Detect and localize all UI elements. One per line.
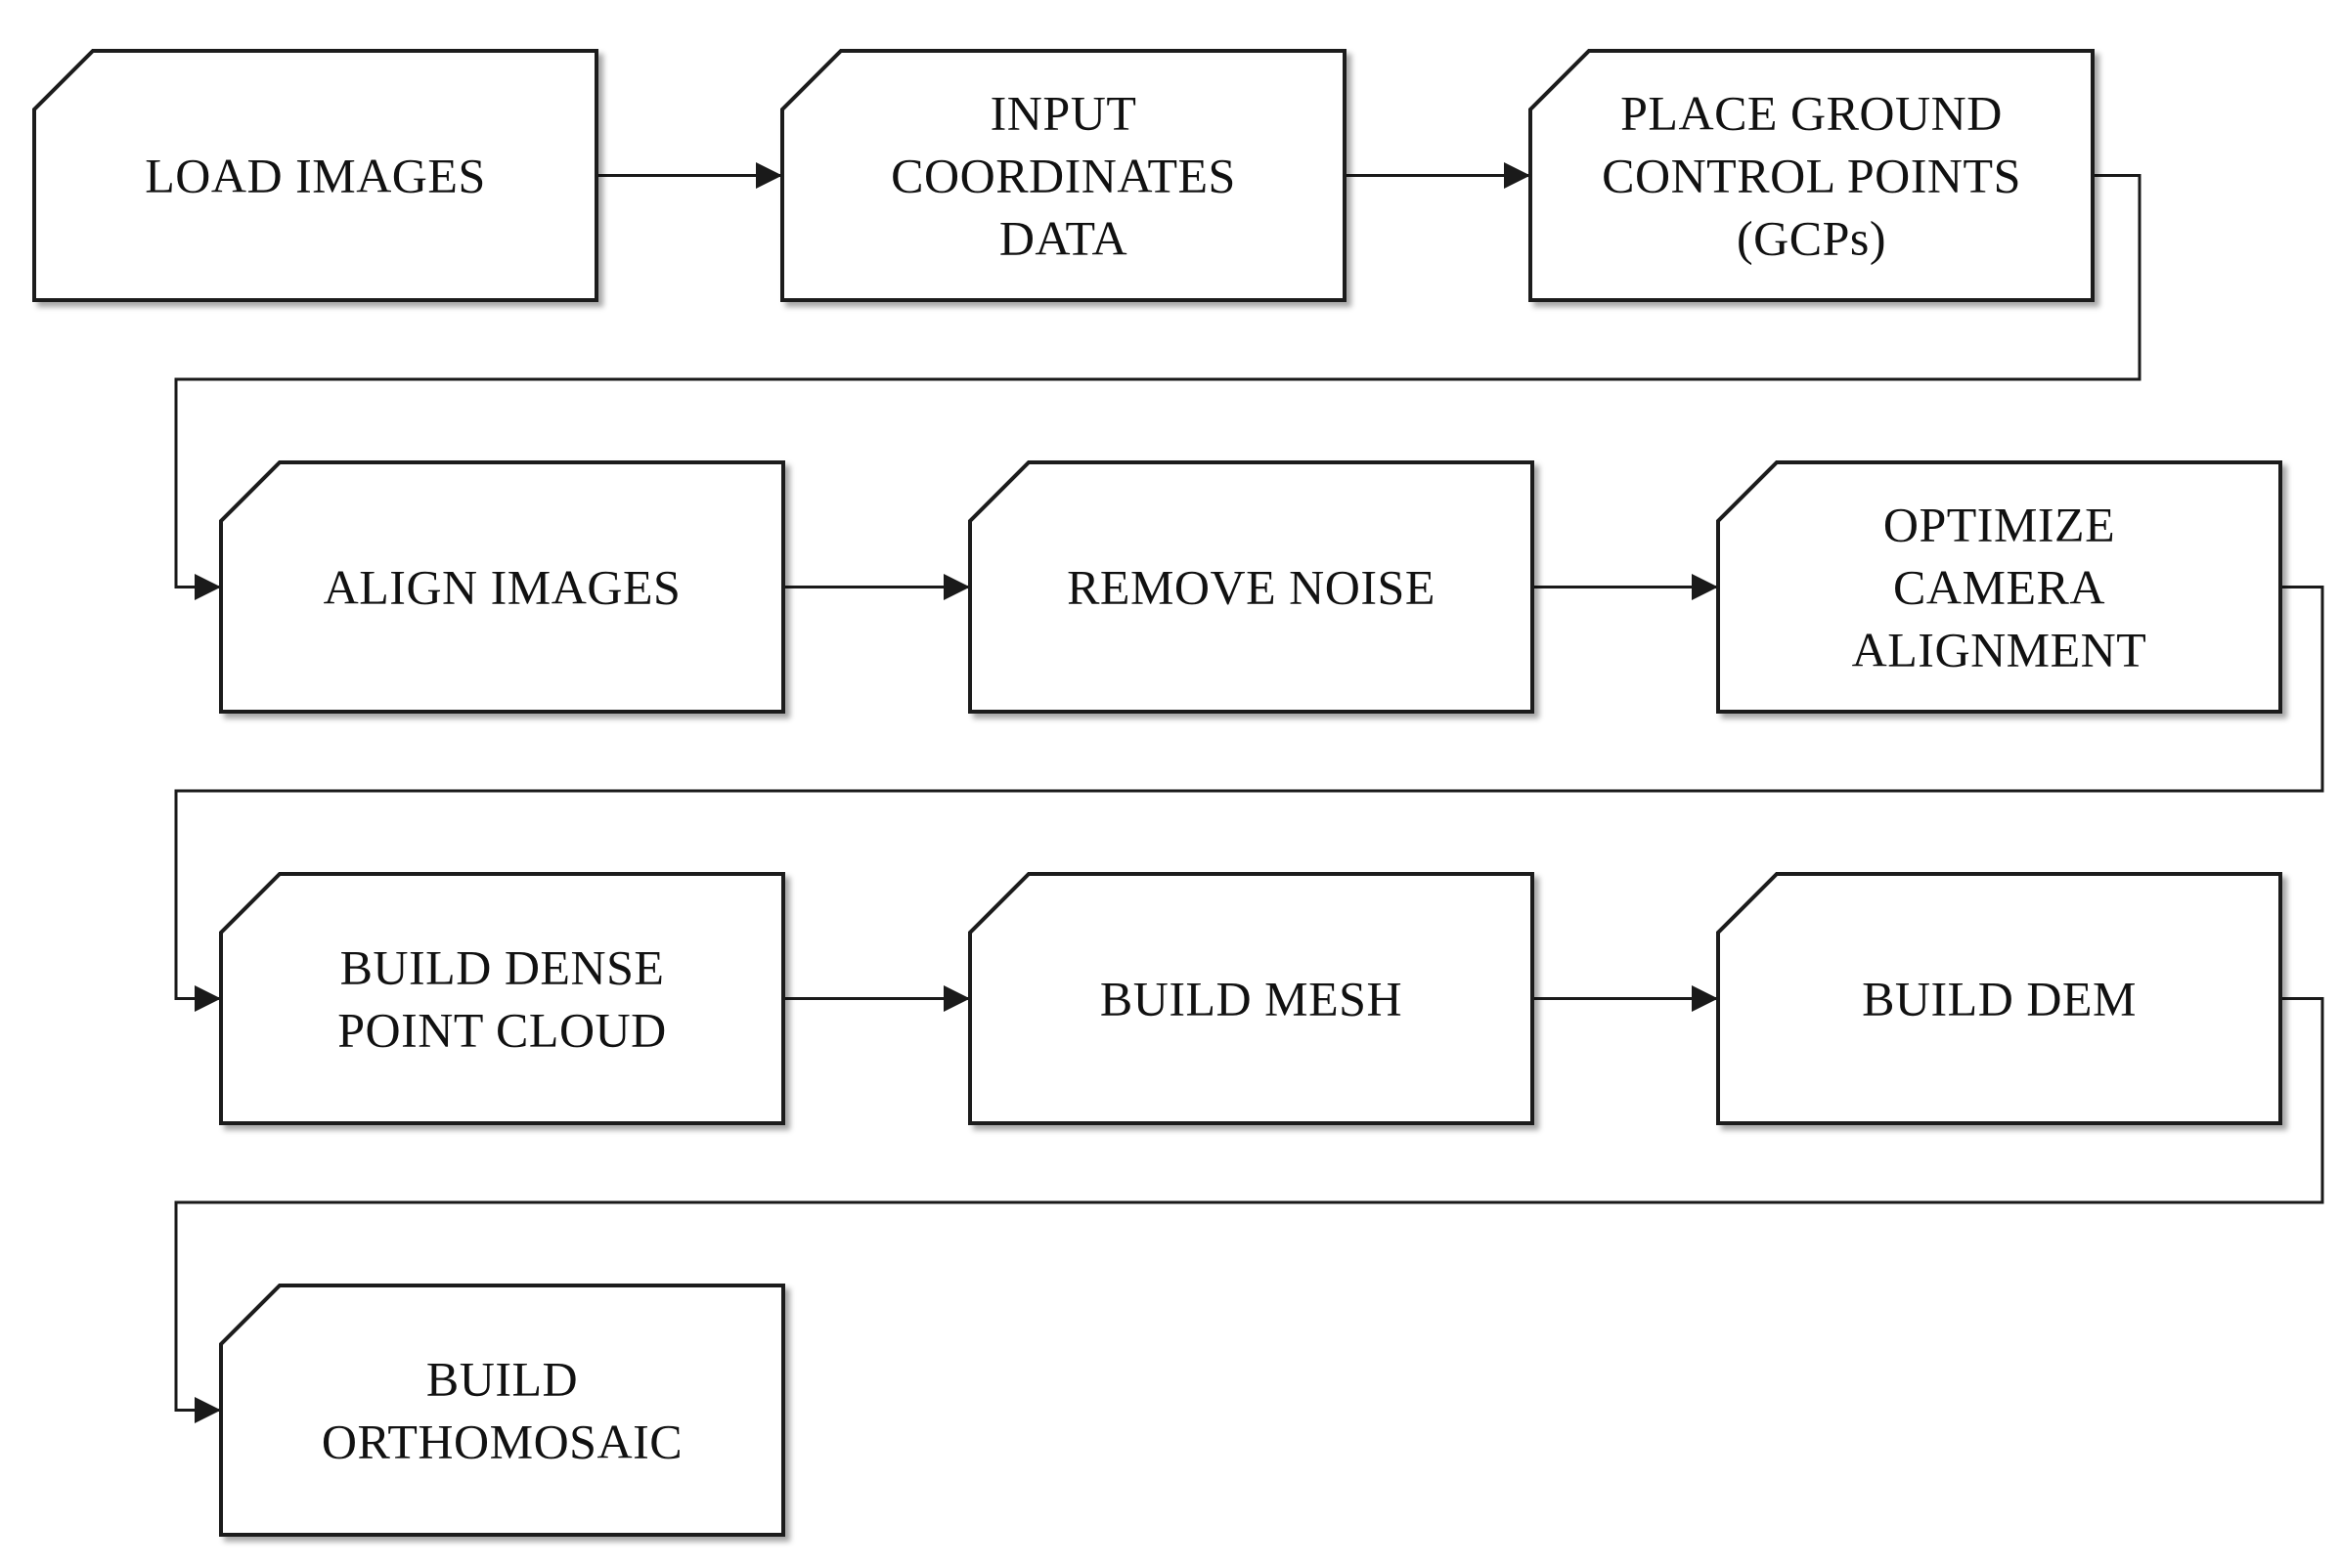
step-label-line: REMOVE NOISE (1067, 560, 1435, 615)
step-load-images: LOAD IMAGES (32, 49, 598, 302)
step-build-mesh: BUILD MESH (968, 872, 1534, 1125)
step-label-line: ALIGNMENT (1852, 623, 2147, 677)
step-box (968, 460, 1534, 714)
step-label-line: CONTROL POINTS (1602, 149, 2021, 203)
step-label-line: PLACE GROUND (1620, 86, 2003, 141)
step-label-line: BUILD MESH (1100, 972, 1402, 1026)
step-label-line: BUILD (426, 1352, 578, 1407)
step-optimize-camera-alignment: OPTIMIZE CAMERA ALIGNMENT (1716, 460, 2282, 714)
arrow-build-dem-to-build-orthomosaic (174, 997, 2324, 1423)
step-label-line: INPUT (991, 86, 1137, 141)
step-build-dense-point-cloud: BUILD DENSE POINT CLOUD (219, 872, 785, 1125)
step-box (219, 1284, 785, 1537)
step-label-line: (GCPs) (1737, 211, 1886, 266)
step-box (1716, 460, 2282, 714)
step-label-line: DATA (999, 211, 1127, 266)
step-box (780, 49, 1347, 302)
connectors-layer (174, 162, 2324, 1423)
step-label-line: ORTHOMOSAIC (322, 1415, 683, 1469)
step-label-line: ALIGN IMAGES (324, 560, 682, 615)
arrow-place-ground-control-points-to-align-images (174, 174, 2141, 600)
step-box (1716, 872, 2282, 1125)
steps-layer: LOAD IMAGES INPUT COORDINATES DATA PLACE GRO… (32, 49, 2282, 1537)
step-label-line: CAMERA (1893, 560, 2105, 615)
step-input-coordinates-data: INPUT COORDINATES DATA (780, 49, 1347, 302)
step-label-line: LOAD IMAGES (145, 149, 486, 203)
step-remove-noise: REMOVE NOISE (968, 460, 1534, 714)
step-box (968, 872, 1534, 1125)
step-label-line: BUILD DEM (1862, 972, 2137, 1026)
step-label-line: OPTIMIZE (1883, 498, 2115, 552)
step-align-images: ALIGN IMAGES (219, 460, 785, 714)
step-box (32, 49, 598, 302)
step-place-ground-control-points: PLACE GROUND CONTROL POINTS (GCPs) (1528, 49, 2095, 302)
step-box (219, 872, 785, 1125)
step-build-dem: BUILD DEM (1716, 872, 2282, 1125)
step-label-line: BUILD DENSE (340, 940, 665, 995)
step-box (219, 460, 785, 714)
arrow-optimize-camera-alignment-to-build-dense-point-cloud (174, 586, 2324, 1012)
step-box (1528, 49, 2095, 302)
step-label-line: COORDINATES (891, 149, 1236, 203)
step-build-orthomosaic: BUILD ORTHOMOSAIC (219, 1284, 785, 1537)
step-label-line: POINT CLOUD (337, 1003, 667, 1058)
